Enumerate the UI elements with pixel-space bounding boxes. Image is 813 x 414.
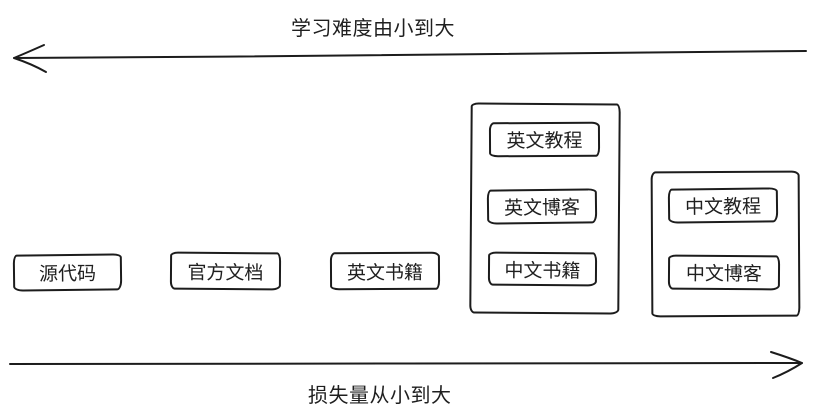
- node-label: 源代码: [38, 262, 97, 286]
- node-label: 中文书籍: [504, 259, 581, 282]
- node-label: 英文博客: [503, 196, 581, 220]
- node-chinese-books: 中文书籍: [487, 251, 598, 287]
- node-official-docs: 官方文档: [169, 251, 282, 291]
- node-label: 英文书籍: [346, 261, 424, 284]
- node-label: 中文博客: [685, 262, 763, 286]
- difficulty-axis-label: 学习难度由小到大: [291, 16, 455, 40]
- node-english-blogs: 英文博客: [486, 188, 598, 225]
- node-label: 官方文档: [187, 261, 264, 284]
- node-label: 中文教程: [684, 195, 762, 219]
- node-source-code: 源代码: [12, 253, 123, 292]
- node-chinese-tutorials: 中文教程: [667, 187, 779, 224]
- node-english-tutorials: 英文教程: [488, 121, 601, 158]
- node-label: 英文教程: [506, 129, 583, 153]
- loss-axis-label: 损失量从小到大: [308, 383, 452, 407]
- node-chinese-blogs: 中文博客: [667, 254, 781, 291]
- left-arrow: [13, 44, 807, 73]
- node-english-books: 英文书籍: [329, 251, 441, 291]
